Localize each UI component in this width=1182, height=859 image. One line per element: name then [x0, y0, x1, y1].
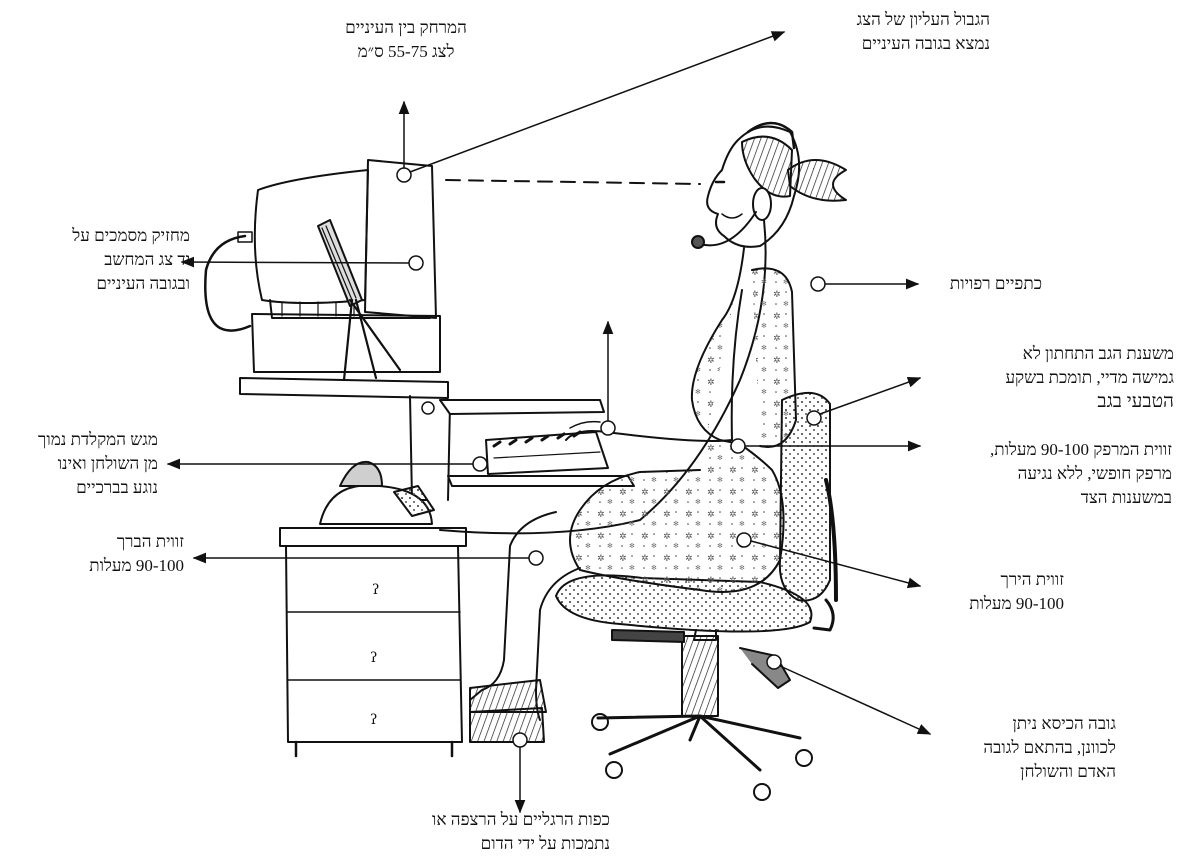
computer-desk	[240, 314, 634, 500]
label-knee: זווית הברך 90-100 מעלות	[4, 530, 184, 578]
label-lumbar: משענת הגב התחתון לא גמישה מדיי, תומכת בש…	[930, 342, 1174, 414]
callouts	[168, 32, 930, 812]
callout-dot-seat-height	[767, 655, 781, 669]
keyboard	[486, 432, 608, 474]
drawer-cabinet: ʔ ʔ ʔ	[280, 528, 466, 756]
label-keyboard-tray: מגש המקלדת נמוך מן השולחן ואינו נוגע בבר…	[4, 428, 158, 500]
label-eye-distance: המרחק בין העיניים לצג 55-75 ס״מ	[300, 16, 512, 64]
callout-dot-knee	[529, 551, 543, 565]
callout-dot-eye-distance	[397, 168, 411, 182]
label-feet: כפות הרגליים על הרצפה או נתמכות על ידי ה…	[380, 808, 610, 856]
callout-dot-keyboard-tray	[473, 457, 487, 471]
svg-text:ʔ: ʔ	[370, 650, 378, 666]
callout-dot-elbow	[731, 439, 745, 453]
callout-dot-lumbar	[807, 411, 821, 425]
svg-text:ʔ: ʔ	[370, 712, 378, 728]
svg-text:ʔ: ʔ	[372, 582, 380, 598]
callout-dot-arm-up	[601, 421, 615, 435]
callout-dot-hip	[737, 533, 751, 547]
callout-dot-feet	[513, 733, 527, 747]
label-seat-height: גובה הכיסא ניתן לכוונן, בהתאם לגובה האדם…	[938, 712, 1116, 784]
label-shoulders: כתפיים רפויות	[926, 272, 1042, 296]
document-holder	[318, 220, 400, 380]
callout-dot-shoulders	[811, 277, 825, 291]
label-elbow: זווית המרפק 90-100 מעלות, מרפק חופשי, לל…	[930, 438, 1172, 510]
label-hip: זווית הירך 90-100 מעלות	[924, 568, 1064, 616]
trackball-mouse	[320, 462, 434, 524]
seated-person	[440, 123, 846, 742]
label-doc-holder: מחזיק מסמכים על יד צג המחשב ובגובה העיני…	[6, 224, 190, 296]
label-screen-top: הגבול העליון של הצג נמצא בגובה העיניים	[800, 8, 990, 56]
callout-dot-doc-holder	[409, 256, 423, 270]
